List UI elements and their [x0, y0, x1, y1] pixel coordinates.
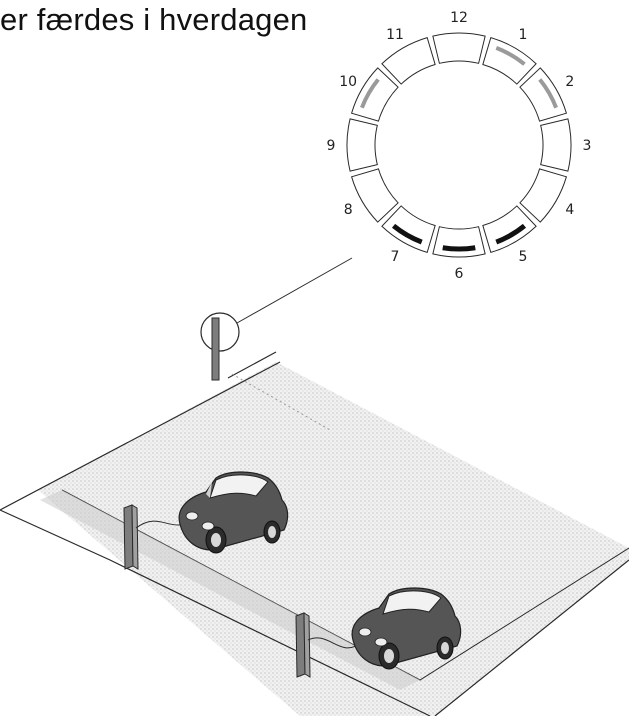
clock-hour-label: 9 — [327, 138, 336, 154]
clock-hour-label: 4 — [565, 202, 574, 218]
clock-segment-2 — [519, 67, 568, 122]
clock-segment-6 — [432, 226, 486, 258]
sensor-post-icon — [200, 257, 353, 381]
charging-post-icon — [123, 504, 196, 570]
clock-segment-3 — [540, 118, 572, 172]
clock-hour-label: 10 — [339, 74, 357, 90]
car-icon — [351, 587, 462, 670]
clock-hour-label: 8 — [344, 202, 353, 218]
parking-area — [0, 351, 629, 716]
clock-segment-5 — [482, 205, 537, 254]
clock-segment-9 — [346, 118, 378, 172]
clock-hour-label: 11 — [386, 27, 404, 43]
clock-bar-2 — [538, 78, 558, 109]
clock-hour-label: 6 — [455, 266, 464, 282]
clock-segment-4 — [519, 168, 568, 223]
charging-post-icon — [295, 612, 363, 678]
clock-hour-label: 5 — [519, 249, 528, 265]
clock-bar-1 — [495, 46, 526, 66]
page-title: er færdes i hverdagen — [0, 2, 308, 37]
clock-hour-label: 3 — [583, 138, 592, 154]
clock-segment-8 — [350, 168, 399, 223]
clock-segment-11 — [381, 36, 436, 85]
clock-bar-10 — [360, 78, 380, 109]
clock-bar-5 — [495, 223, 527, 245]
clock-hour-label: 1 — [519, 27, 528, 43]
clock-segment-10 — [350, 67, 399, 122]
clock-segment-12 — [432, 32, 486, 64]
car-icon — [178, 471, 289, 554]
clock-bar-6 — [442, 245, 476, 252]
clock-segment-7 — [381, 205, 436, 254]
clock-segment-1 — [482, 36, 537, 85]
clock-bar-7 — [391, 223, 423, 245]
clock-hour-label: 12 — [450, 10, 468, 26]
clock-hour-label: 7 — [391, 249, 400, 265]
clock-hour-label: 2 — [565, 74, 574, 90]
